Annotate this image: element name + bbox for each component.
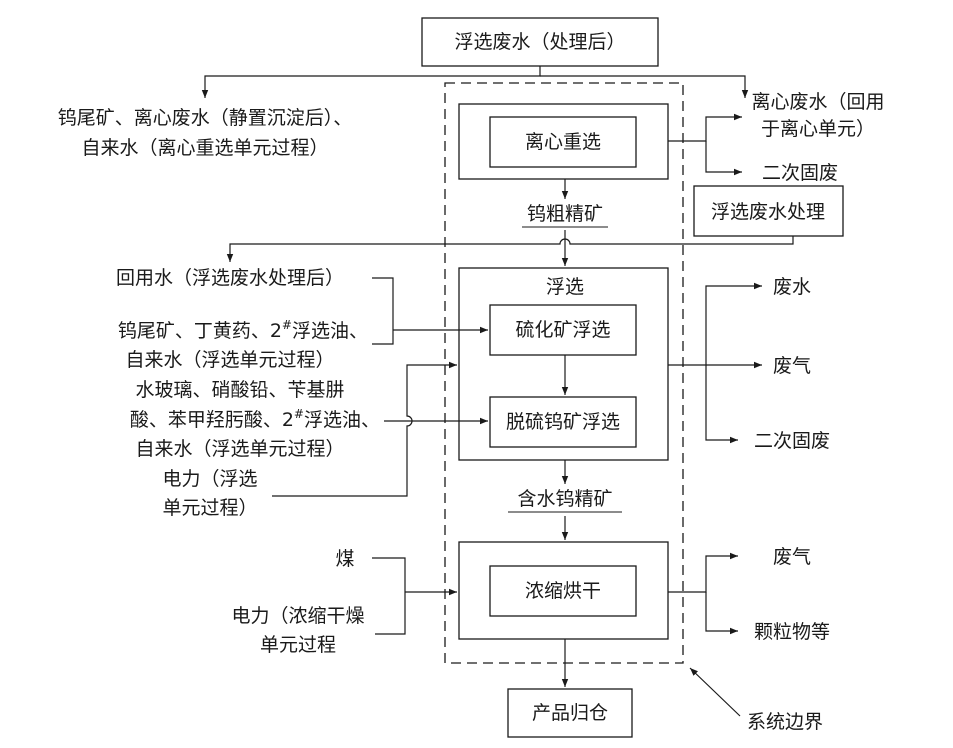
- waste-water-label: 废水: [773, 276, 811, 298]
- power-dry-line2: 单元过程: [260, 634, 336, 656]
- coal-label: 煤: [335, 548, 354, 570]
- centrifuge-water-line2: 于离心单元）: [761, 118, 875, 140]
- reagents-a-line1-sup: #: [282, 318, 292, 332]
- system-boundary-frame: [444, 82, 684, 664]
- secondary-solid-1-label: 二次固废: [762, 162, 838, 184]
- wet-concentrate-label: 含水钨精矿: [517, 488, 612, 510]
- top-box-label: 浮选废水（处理后）: [454, 31, 625, 53]
- system-boundary-pointer: [689, 667, 741, 717]
- secondary-solid-2-arrow: [705, 365, 738, 444]
- secondary-solid-2-label: 二次固废: [754, 430, 830, 452]
- reagents-a-line2: 自来水（浮选单元过程）: [125, 349, 334, 371]
- particulates-arrow: [705, 592, 738, 635]
- reagents-b-line1: 水玻璃、硝酸铅、苄基肼: [135, 379, 344, 401]
- desulfur-flotation-box: [489, 396, 637, 448]
- reagents-b-line2-pre: 酸、苯甲羟肟酸、2: [130, 409, 294, 431]
- sulfide-flotation-label: 硫化矿浮选: [515, 319, 610, 341]
- power-flotation-line1: 电力（浮选: [162, 468, 257, 490]
- flot-waste-treatment-label: 浮选废水处理: [711, 201, 825, 223]
- product-label: 产品归仓: [532, 702, 608, 724]
- sulfide-flotation-box: [489, 304, 637, 356]
- system-boundary-label: 系统边界: [747, 711, 823, 733]
- reagents-a-bracket: [372, 277, 394, 345]
- waste-gas-2-arrow: [668, 552, 738, 593]
- dry-inputs-bracket: [372, 557, 406, 635]
- centrifuge-inputs-line2: 自来水（离心重选单元过程）: [81, 137, 328, 159]
- flot-waste-treatment-frame: [693, 185, 844, 237]
- reuse-water-label: 回用水（浮选废水处理后）: [116, 267, 344, 289]
- centrifuge-inputs-line1: 钨尾矿、离心废水（静置沉淀后）、: [58, 107, 353, 129]
- power-flotation-line2: 单元过程）: [162, 497, 257, 519]
- dry-label: 浓缩烘干: [525, 580, 601, 602]
- top-to-left-arrow: [201, 66, 541, 98]
- flotation-label: 浮选: [546, 276, 584, 298]
- reagents-b-line2: 酸、苯甲羟肟酸、2#浮选油、: [130, 407, 380, 431]
- reuse-water-return-arrow: [226, 236, 794, 262]
- centrifuge-box: [489, 116, 637, 168]
- reagents-a-line1: 钨尾矿、丁黄药、2#浮选油、: [118, 318, 368, 342]
- product-frame: [507, 688, 633, 738]
- centrifuge-solid-arrow: [705, 141, 742, 176]
- centrifuge-water-arrow: [668, 113, 742, 142]
- reagents-b-line3: 自来水（浮选单元过程）: [135, 438, 344, 460]
- waste-gas-2-label: 废气: [773, 546, 811, 568]
- desulfur-flotation-label: 脱硫钨矿浮选: [506, 411, 620, 433]
- rough-concentrate-label: 钨粗精矿: [527, 203, 603, 225]
- reagents-a-line1-post: 浮选油、: [292, 320, 368, 342]
- particulates-label: 颗粒物等: [754, 621, 830, 643]
- reagents-b-line2-sup: #: [294, 407, 304, 421]
- waste-water-arrow: [668, 282, 762, 366]
- centrifuge-label: 离心重选: [525, 131, 601, 153]
- top-to-right-arrow: [540, 75, 749, 98]
- dry-box: [489, 565, 637, 617]
- reagents-b-line2-post: 浮选油、: [304, 409, 380, 431]
- centrifuge-water-line1: 离心废水（回用: [751, 91, 884, 113]
- power-dry-line1: 电力（浓缩干燥: [231, 605, 364, 627]
- reagents-a-line1-pre: 钨尾矿、丁黄药、2: [118, 320, 282, 342]
- waste-gas-1-label: 废气: [773, 355, 811, 377]
